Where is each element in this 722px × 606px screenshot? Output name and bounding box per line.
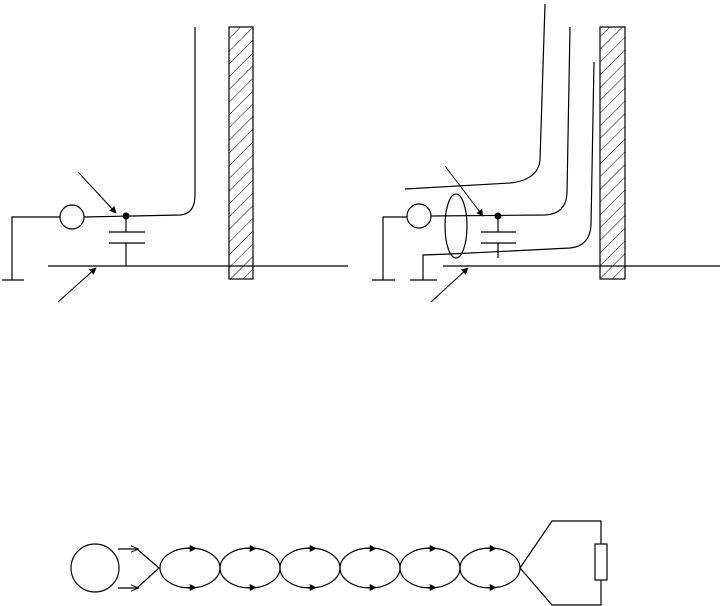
bottom-source-lower-lead xyxy=(118,567,160,589)
right-panel xyxy=(372,3,720,303)
right-outer-wire-top xyxy=(404,3,546,190)
bottom-load-upper-lead xyxy=(519,520,602,569)
left-arrow-to-ground xyxy=(57,267,97,303)
right-second-ground-lead xyxy=(422,253,451,280)
bottom-load-lower-lead xyxy=(519,567,602,606)
right-current-loop-ellipse xyxy=(444,193,468,259)
left-arrow-to-wire xyxy=(77,171,117,214)
right-arrow-to-wire xyxy=(444,165,484,217)
left-source-ground-lead xyxy=(11,216,60,280)
bottom-source-circle xyxy=(70,543,120,593)
left-panel xyxy=(2,26,348,303)
left-wall-hatched xyxy=(228,26,254,280)
bottom-load-resistor xyxy=(594,543,608,581)
right-arrow-to-ground xyxy=(430,267,469,303)
current-loop-ellipse xyxy=(219,547,281,589)
left-conductor-wire xyxy=(83,27,196,218)
bottom-source-upper-lead xyxy=(118,548,160,569)
right-source-circle xyxy=(406,203,432,229)
current-loop-ellipse xyxy=(399,547,461,589)
bottom-panel xyxy=(70,520,608,606)
current-loop-ellipse xyxy=(159,547,221,589)
right-wall-hatched xyxy=(599,26,626,280)
right-conductor-wire xyxy=(430,26,571,217)
loop-chain xyxy=(159,545,521,591)
current-loop-ellipse xyxy=(279,547,341,589)
right-source-ground-lead xyxy=(382,216,407,280)
right-outer-wire-bottom xyxy=(449,61,595,255)
current-loop-ellipse xyxy=(339,547,401,589)
left-source-circle xyxy=(59,204,85,230)
current-loop-ellipse xyxy=(459,547,521,589)
